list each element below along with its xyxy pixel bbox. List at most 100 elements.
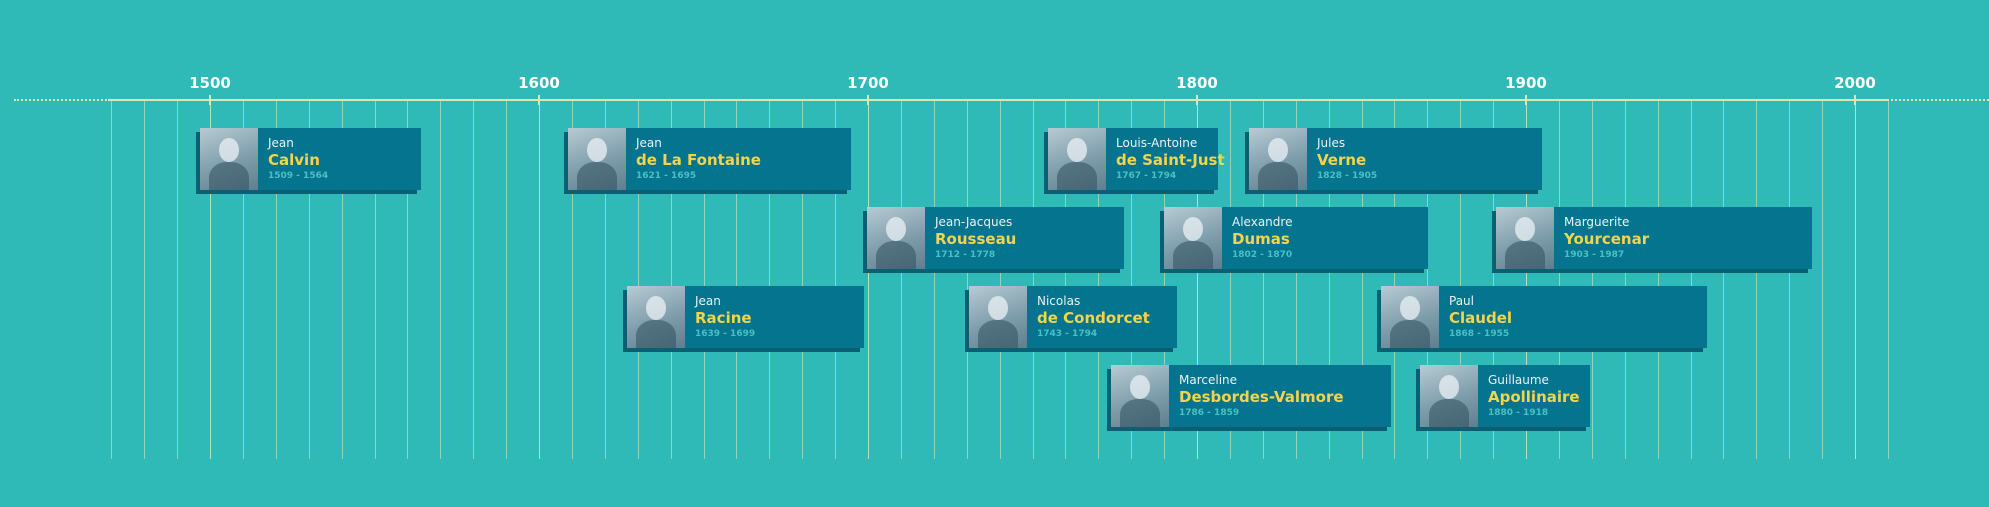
decade-gridline: [1296, 101, 1297, 459]
year-label: 1900: [1505, 74, 1547, 92]
person-last-name: Desbordes-Valmore: [1179, 388, 1344, 406]
decade-gridline: [1362, 101, 1363, 459]
person-last-name: de Condorcet: [1037, 309, 1150, 327]
portrait-image: [1048, 128, 1106, 190]
person-last-name: Apollinaire: [1488, 388, 1580, 406]
decade-gridline: [704, 101, 705, 459]
portrait-image: [200, 128, 258, 190]
decade-gridline: [309, 101, 310, 459]
decade-gridline: [802, 101, 803, 459]
decade-gridline: [1625, 101, 1626, 459]
person-last-name: Verne: [1317, 151, 1367, 169]
axis-tick: [1854, 95, 1856, 105]
axis-tick: [1525, 95, 1527, 105]
person-dates: 1802 - 1870: [1232, 250, 1293, 260]
axis-tick: [538, 95, 540, 105]
axis-left-dotted-extension: [14, 99, 110, 101]
decade-gridline: [1329, 101, 1330, 459]
person-last-name: Dumas: [1232, 230, 1290, 248]
decade-gridline: [243, 101, 244, 459]
decade-gridline: [1197, 101, 1198, 459]
decade-gridline: [671, 101, 672, 459]
decade-gridline: [1526, 101, 1527, 459]
decade-gridline: [210, 101, 211, 459]
decade-gridline: [1033, 101, 1034, 459]
decade-gridline: [901, 101, 902, 459]
person-dates: 1621 - 1695: [636, 171, 697, 181]
portrait-image: [1496, 207, 1554, 269]
portrait-image: [1249, 128, 1307, 190]
decade-gridline: [1691, 101, 1692, 459]
person-dates: 1509 - 1564: [268, 171, 329, 181]
decade-gridline: [1164, 101, 1165, 459]
decade-gridline: [375, 101, 376, 459]
person-last-name: Yourcenar: [1564, 230, 1650, 248]
year-label: 1800: [1176, 74, 1218, 92]
person-dates: 1880 - 1918: [1488, 408, 1549, 418]
year-label: 2000: [1834, 74, 1876, 92]
decade-gridline: [638, 101, 639, 459]
decade-gridline: [572, 101, 573, 459]
decade-gridline: [473, 101, 474, 459]
person-dates: 1868 - 1955: [1449, 329, 1510, 339]
decade-gridline: [144, 101, 145, 459]
decade-gridline: [342, 101, 343, 459]
decade-gridline: [506, 101, 507, 459]
person-first-name: Louis-Antoine: [1116, 136, 1198, 150]
axis-tick: [1196, 95, 1198, 105]
person-first-name: Jules: [1317, 136, 1346, 150]
year-label: 1500: [189, 74, 231, 92]
decade-gridline: [1756, 101, 1757, 459]
decade-gridline: [1263, 101, 1264, 459]
decade-gridline: [835, 101, 836, 459]
portrait-image: [1420, 365, 1478, 427]
person-last-name: Racine: [695, 309, 752, 327]
person-last-name: Calvin: [268, 151, 320, 169]
decade-gridline: [1888, 101, 1889, 459]
decade-gridline: [1789, 101, 1790, 459]
person-first-name: Alexandre: [1232, 215, 1293, 229]
person-first-name: Jean-Jacques: [935, 215, 1013, 229]
decade-gridline: [1065, 101, 1066, 459]
portrait-image: [568, 128, 626, 190]
decade-gridline: [177, 101, 178, 459]
person-dates: 1903 - 1987: [1564, 250, 1625, 260]
person-last-name: Claudel: [1449, 309, 1513, 327]
decade-gridline: [736, 101, 737, 459]
decade-gridline: [440, 101, 441, 459]
person-first-name: Marceline: [1179, 373, 1238, 387]
person-dates: 1767 - 1794: [1116, 171, 1177, 181]
decade-gridline: [1131, 101, 1132, 459]
portrait-image: [1164, 207, 1222, 269]
decade-gridline: [868, 101, 869, 459]
person-first-name: Nicolas: [1037, 294, 1081, 308]
portrait-image: [867, 207, 925, 269]
decade-gridline: [539, 101, 540, 459]
decade-gridline: [276, 101, 277, 459]
decade-gridline: [1822, 101, 1823, 459]
person-first-name: Jean: [695, 294, 721, 308]
decade-gridline: [605, 101, 606, 459]
decade-gridline: [1394, 101, 1395, 459]
person-dates: 1828 - 1905: [1317, 171, 1378, 181]
